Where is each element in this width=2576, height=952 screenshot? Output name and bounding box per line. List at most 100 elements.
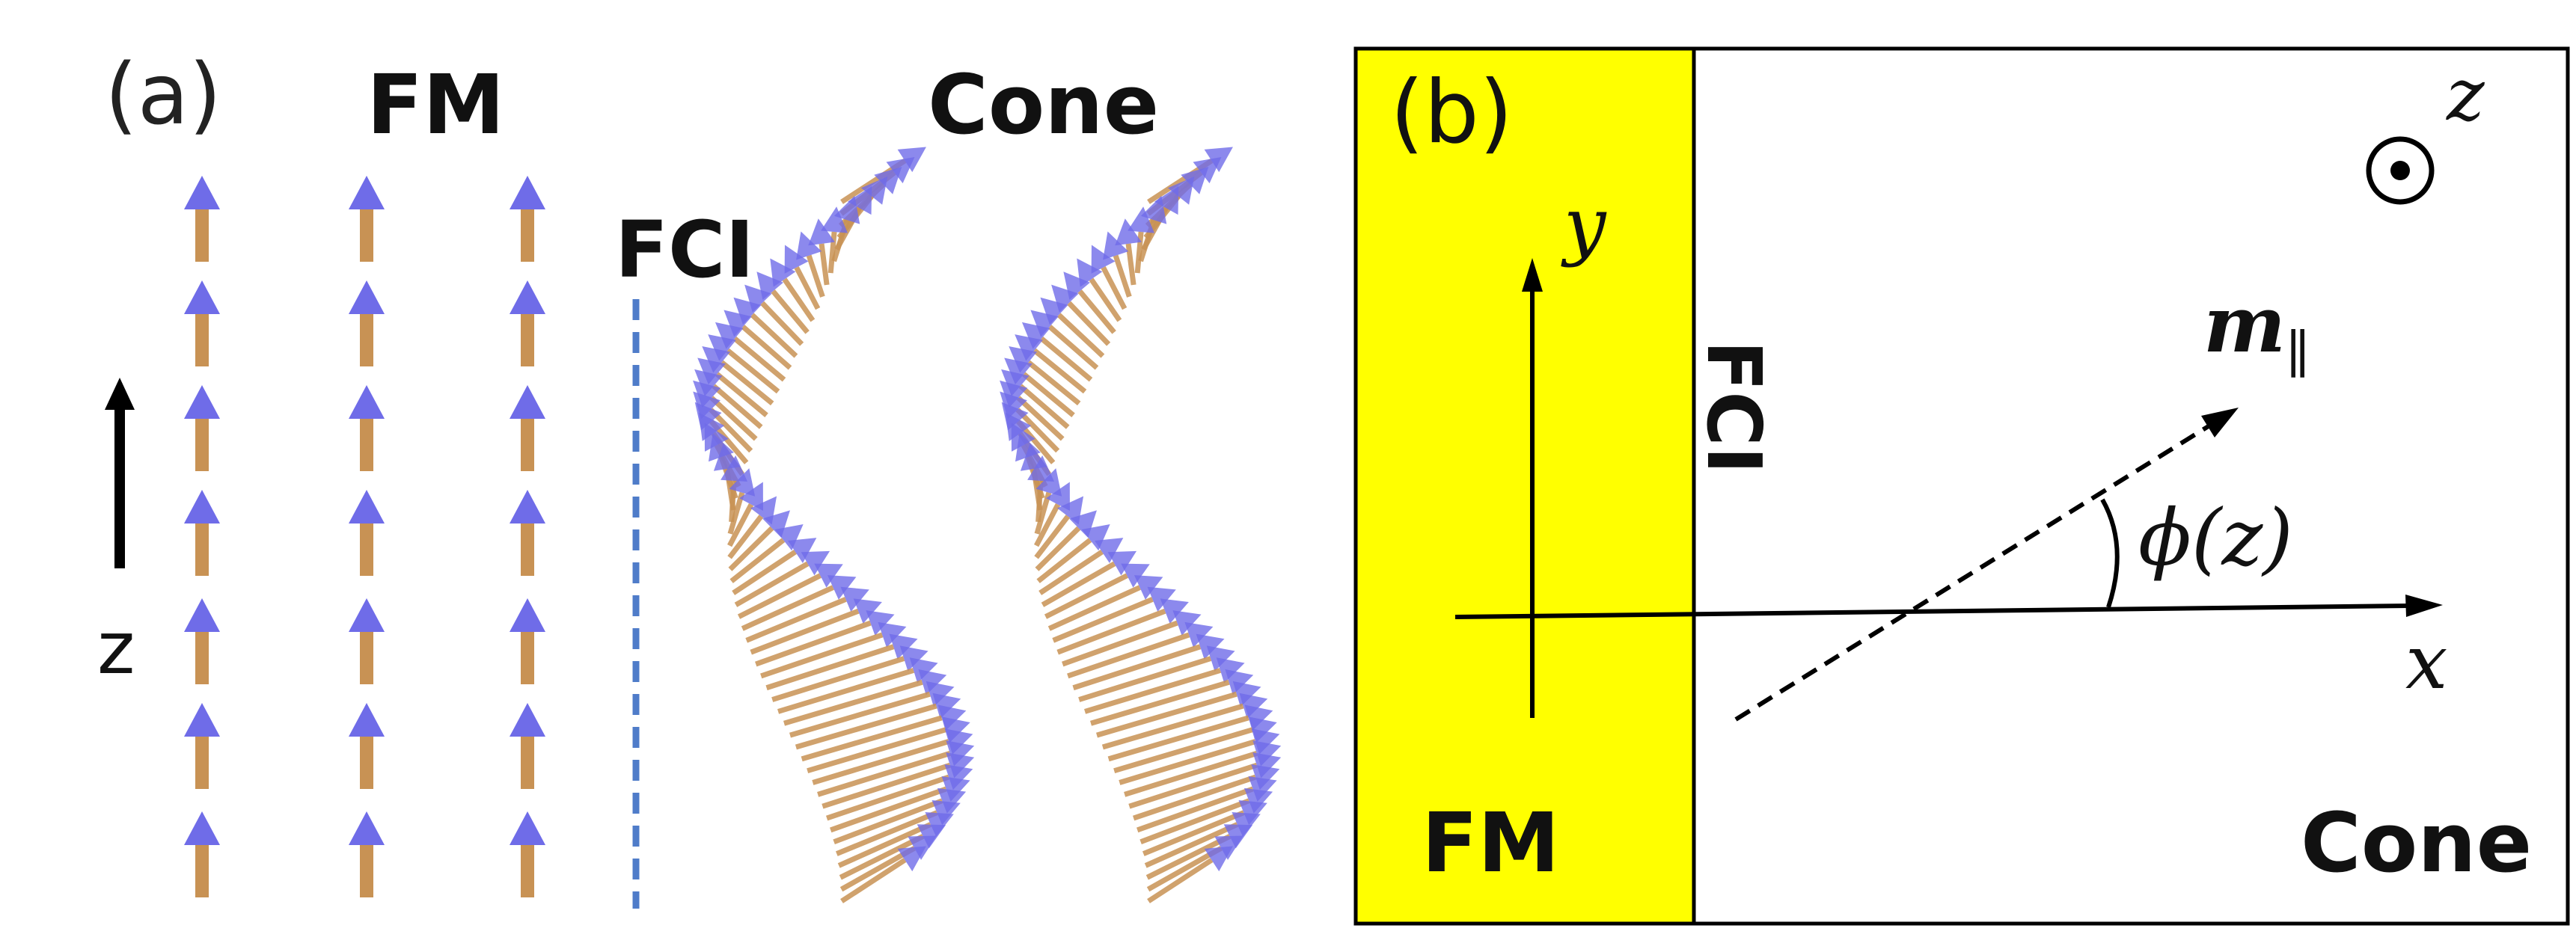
cone-spin-arrow [715,322,786,382]
y-axis-head [1522,258,1543,292]
z-axis-label-b: z [2446,53,2485,137]
cone-spin-arrow [1000,380,1065,441]
cone-spin-helices [693,147,1282,903]
cone-spin-arrow [1034,482,1070,547]
cone-spin-arrow [821,206,848,274]
cone-spin-arrow [727,468,756,535]
cone-spin-arrow [732,538,817,595]
fm-spin-arrow [349,703,385,789]
cone-spin-arrow [733,297,798,358]
cone-spin-arrow [1101,692,1268,750]
cone-spin-arrow [702,346,774,406]
fm-spin-arrow [349,598,385,684]
fm-spin-arrow [349,385,385,471]
panel-b-label: (b) [1390,62,1513,163]
cone-spin-arrow [1001,369,1070,429]
fm-spin-arrow [510,490,545,576]
cone-spin-arrow [835,799,961,856]
fci-label-b: FCI [1690,340,1778,474]
cone-spin-arrow [1095,681,1261,738]
fm-spin-arrow [184,598,220,684]
cone-spin-arrow [1115,218,1142,286]
cone-spin-arrow [1041,550,1137,607]
cone-spin-arrow [796,231,825,298]
z-out-of-plane-dot [2390,161,2410,180]
fm-spin-arrow [349,490,385,576]
cone-spin-arrow [694,369,763,429]
cone-spin-arrow [777,657,938,714]
cone-spin-arrow [1009,346,1081,406]
cone-spin-arrow [1021,322,1093,382]
fm-spin-arrow [184,811,220,897]
fm-spin-arrow [184,490,220,576]
fm-label-a: FM [367,57,505,153]
cone-spin-arrow [1139,787,1273,845]
m-parallel-vector [1734,423,2212,722]
fm-spin-lattice [184,176,545,897]
cone-spin-arrow [1142,799,1267,856]
cone-spin-arrow [784,245,821,310]
fm-spin-arrow [184,385,220,471]
cone-spin-arrow [727,482,763,547]
cone-spin-arrow [795,692,961,750]
fm-spin-arrow [510,598,545,684]
fm-spin-arrow [510,176,545,262]
panel-b: (b) y x FCI m∥ ϕ(z) z FM Cone [1353,46,2570,926]
fm-label-b: FM [1422,795,1560,891]
cone-spin-arrow [833,787,967,845]
phi-angle-arc [2100,498,2120,608]
fci-label-a: FCI [615,204,754,295]
fm-spin-arrow [184,176,220,262]
cone-spin-arrow [783,669,947,726]
m-symbol: m [2203,278,2286,370]
fm-region [1353,46,1696,926]
panel-a: (a) FM Cone FCI z [97,46,1282,909]
m-parallel-label: m∥ [2203,278,2310,385]
cone-spin-arrow [1036,523,1110,583]
cone-spin-arrow [723,310,792,370]
cone-spin-arrow [840,846,926,903]
cone-spin-arrow [697,357,768,417]
cone-spin-arrow [1103,231,1132,298]
cone-spin-arrow [1038,538,1124,595]
cone-spin-arrow [837,812,954,868]
cone-spin-arrow [1128,206,1155,274]
panel-a-label: (a) [105,46,221,144]
m-parallel-head [2201,408,2239,437]
cone-spin-arrow [1040,297,1105,358]
phi-label: ϕ(z) [2138,492,2293,583]
cone-label-b: Cone [2301,795,2532,891]
z-axis-label: z [97,606,135,690]
cone-spin-arrow [729,523,804,583]
cone-spin-arrow [808,218,835,286]
z-out-of-plane-icon [2366,136,2435,205]
z-axis-arrow-head [105,378,135,410]
m-subscript: ∥ [2286,324,2310,385]
cone-spin-arrow [708,334,780,394]
x-axis [1454,604,2410,619]
fm-spin-arrow [510,385,545,471]
cone-label-a: Cone [928,57,1159,153]
cone-spin-arrow [734,550,830,607]
fm-spin-arrow [349,176,385,262]
cone-spin-arrow [1091,245,1128,310]
fm-spin-arrow [510,811,545,897]
cone-spin-arrow [1004,357,1075,417]
cone-spin-arrow [789,681,955,738]
fm-spin-arrow [349,811,385,897]
fm-spin-arrow [510,703,545,789]
x-axis-label: x [2405,618,2447,706]
cone-spin-arrow [1084,657,1245,714]
cone-spin-arrow [1034,468,1062,535]
y-axis-label: y [1561,181,1607,268]
x-axis-head [2405,595,2443,617]
fm-spin-arrow [510,280,545,366]
fm-spin-arrow [184,280,220,366]
cone-spin-arrow [1144,812,1261,868]
cone-spin-arrow [1147,846,1233,903]
cone-spin-arrow [1030,310,1099,370]
fm-spin-arrow [349,280,385,366]
cone-spin-arrow [693,380,758,441]
cone-spin-arrow [1015,334,1087,394]
